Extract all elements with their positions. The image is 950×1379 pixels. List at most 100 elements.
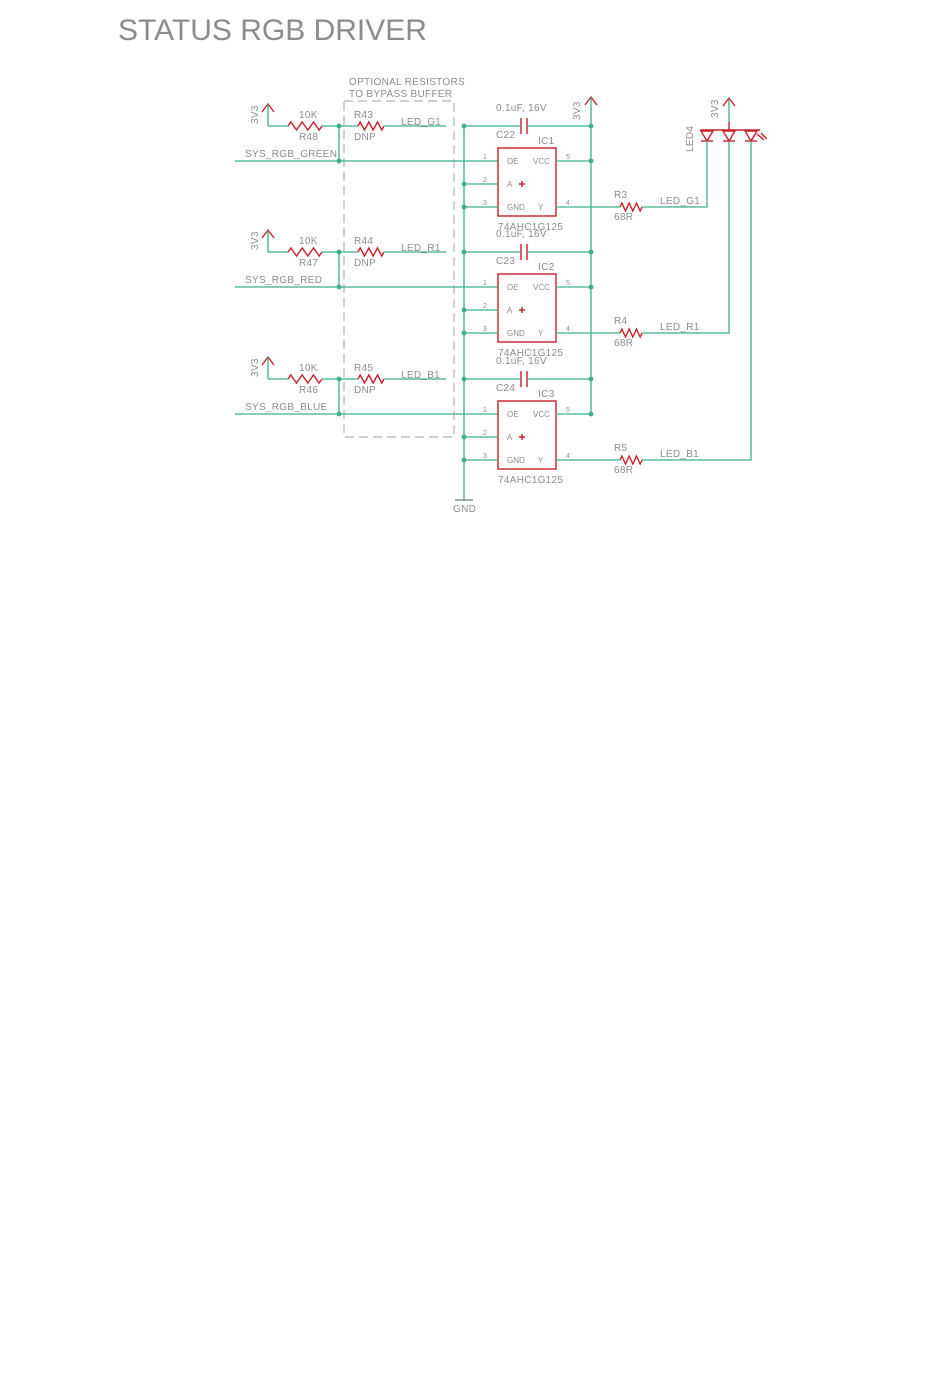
pullup-resistor	[287, 120, 323, 132]
ic-pin-number: 3	[483, 326, 487, 333]
cap-value: 0.1uF, 16V	[496, 103, 547, 114]
ic-pin-number: 5	[566, 280, 570, 287]
ic-pin-number: 3	[483, 200, 487, 207]
pullup-power-label: 3V3	[250, 231, 261, 250]
ic-input-marker	[519, 181, 525, 187]
junction-dot	[336, 411, 342, 417]
bypass-net-label: LED_R1	[401, 243, 441, 254]
junction-dot	[461, 330, 467, 336]
ic-pin-name: A	[507, 306, 513, 315]
decoupling-capacitor	[520, 244, 528, 260]
junction-dot	[461, 204, 467, 210]
bypass-value: DNP	[354, 385, 376, 396]
led-net-label: LED_R1	[660, 322, 700, 333]
ic-part: 74AHC1G125	[498, 348, 563, 359]
input-label: SYS_RGB_BLUE	[245, 402, 328, 413]
series-resistor	[619, 201, 643, 213]
pullup-value: 10K	[299, 363, 318, 374]
ic-pin-number: 3	[483, 453, 487, 460]
led-cathode-wire	[642, 141, 752, 461]
led-net-label: LED_G1	[660, 196, 700, 207]
ic-pin-name: OE	[507, 410, 519, 419]
ic-ref: IC3	[538, 389, 555, 400]
cap-value: 0.1uF, 16V	[496, 229, 547, 240]
junction-dot	[461, 307, 467, 313]
pullup-value: 10K	[299, 110, 318, 121]
pullup-value: 10K	[299, 236, 318, 247]
series-ref: R3	[614, 190, 628, 201]
ic-pin-name: GND	[507, 329, 525, 338]
junction-dot	[336, 123, 342, 129]
junction-dot	[461, 457, 467, 463]
pullup-ref: R48	[299, 132, 318, 143]
ic-pin-name: A	[507, 180, 513, 189]
series-value: 68R	[614, 465, 633, 476]
ic-pin-name: VCC	[533, 157, 550, 166]
bypass-resistor	[357, 246, 385, 258]
note-line-1: OPTIONAL RESISTORS	[349, 77, 465, 88]
ic-pin-number: 4	[566, 200, 570, 207]
ic-pin-number: 2	[483, 303, 487, 310]
series-value: 68R	[614, 212, 633, 223]
junction-dot	[336, 284, 342, 290]
junction-dot	[461, 123, 467, 129]
led-diode-1	[699, 130, 715, 143]
ic-pin-name: OE	[507, 157, 519, 166]
buffer-ic-body	[497, 147, 557, 217]
ic-pin-number: 2	[483, 430, 487, 437]
junction-dot	[461, 376, 467, 382]
cap-ref: C24	[496, 383, 515, 394]
junction-dot	[588, 158, 594, 164]
led-diode-3	[743, 130, 759, 143]
ic-pin-name: OE	[507, 283, 519, 292]
junction-dot	[588, 123, 594, 129]
ic-pin-name: Y	[538, 329, 544, 338]
bypass-value: DNP	[354, 132, 376, 143]
junction-dot	[461, 249, 467, 255]
ic-input-marker	[519, 434, 525, 440]
bypass-net-label: LED_B1	[401, 370, 440, 381]
ic-pin-name: Y	[538, 456, 544, 465]
cap-ref: C22	[496, 130, 515, 141]
note-line-2: TO BYPASS BUFFER	[349, 89, 452, 100]
cap-ref: C23	[496, 256, 515, 267]
bypass-resistor	[357, 120, 385, 132]
led-ref: LED4	[685, 126, 696, 152]
ic-pin-number: 1	[483, 280, 487, 287]
ic-ref: IC2	[538, 262, 555, 273]
ic-part: 74AHC1G125	[498, 475, 563, 486]
pullup-ref: R46	[299, 385, 318, 396]
ic-pin-name: A	[507, 433, 513, 442]
led-diode-2	[721, 130, 737, 143]
junction-dot	[588, 411, 594, 417]
series-resistor	[619, 327, 643, 339]
ic-pin-name: GND	[507, 456, 525, 465]
junction-dot	[336, 249, 342, 255]
series-resistor	[619, 454, 643, 466]
buffer-ic-body	[497, 273, 557, 343]
ic-pin-number: 4	[566, 453, 570, 460]
bypass-net-label: LED_G1	[401, 117, 441, 128]
ic-pin-number: 5	[566, 407, 570, 414]
bypass-ref: R44	[354, 236, 373, 247]
pullup-power-label: 3V3	[250, 105, 261, 124]
series-value: 68R	[614, 338, 633, 349]
bypass-resistor	[357, 373, 385, 385]
series-ref: R5	[614, 443, 628, 454]
junction-dot	[461, 181, 467, 187]
pullup-ref: R47	[299, 258, 318, 269]
junction-dot	[588, 376, 594, 382]
junction-dot	[588, 249, 594, 255]
ic-pin-number: 4	[566, 326, 570, 333]
decoupling-capacitor	[520, 371, 528, 387]
input-label: SYS_RGB_GREEN	[245, 149, 337, 160]
ic-pin-number: 1	[483, 154, 487, 161]
bypass-ref: R45	[354, 363, 373, 374]
cap-value: 0.1uF, 16V	[496, 356, 547, 367]
led-net-label: LED_B1	[660, 449, 699, 460]
ic-pin-name: VCC	[533, 283, 550, 292]
series-ref: R4	[614, 316, 628, 327]
input-label: SYS_RGB_RED	[245, 275, 322, 286]
